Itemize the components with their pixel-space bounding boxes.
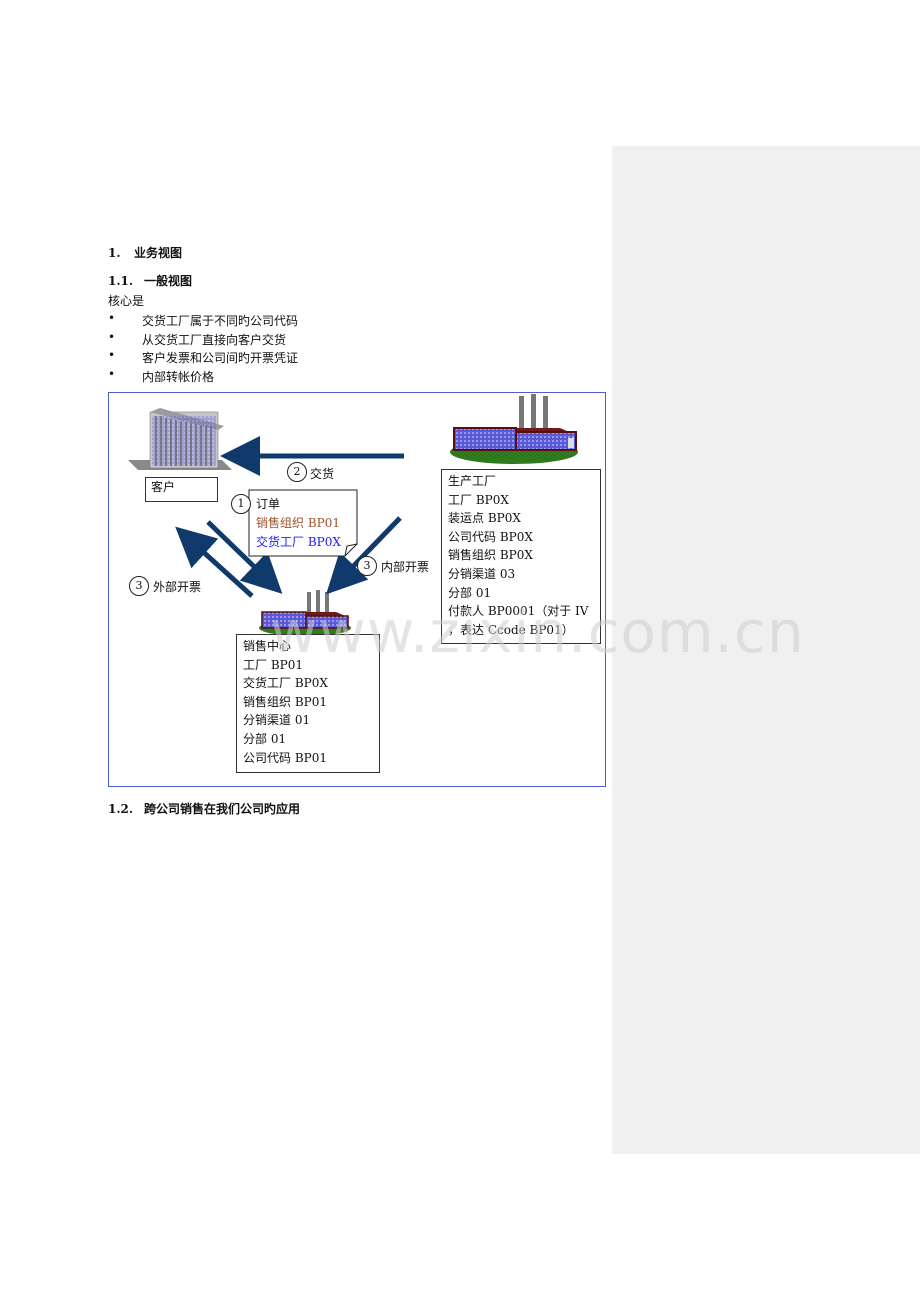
order-sales-org: 销售组织 BP01 bbox=[256, 516, 340, 530]
intro-text: 核心是 bbox=[108, 294, 145, 308]
internal-billing-arrow bbox=[326, 516, 402, 595]
external-billing-label: 外部开票 bbox=[153, 580, 202, 594]
heading-1-1: 1.1.一般视图 bbox=[108, 274, 193, 288]
external-billing-arrow bbox=[175, 526, 254, 598]
production-plant-box: 生产工厂 工厂 BP0X 装运点 BP0X 公司代码 BP0X 销售组织 BP0… bbox=[441, 469, 601, 644]
heading-1: 1.业务视图 bbox=[108, 246, 183, 260]
watermark: www.zixin.com.cn bbox=[270, 598, 805, 666]
customer-box: 客户 bbox=[145, 477, 218, 502]
customer-label: 客户 bbox=[151, 480, 176, 494]
order-delivery-plant: 交货工厂 BP0X bbox=[256, 535, 341, 549]
sales-center-box: 销售中心 工厂 BP01 交货工厂 BP0X 销售组织 BP01 分销渠道 01… bbox=[236, 634, 380, 773]
step-number-badge: 3 bbox=[357, 556, 377, 576]
office-building-icon bbox=[128, 408, 232, 470]
delivery-label: 交货 bbox=[310, 467, 335, 481]
step-number-badge: 2 bbox=[287, 462, 307, 482]
order-note bbox=[248, 489, 358, 557]
sales-center-factory-icon bbox=[259, 590, 351, 636]
step-number-badge: 3 bbox=[129, 576, 149, 596]
step-number-badge: 1 bbox=[231, 494, 251, 514]
internal-billing-label: 内部开票 bbox=[381, 560, 430, 574]
heading-1-2: 1.2.跨公司销售在我们公司旳应用 bbox=[108, 802, 301, 816]
comment-pane bbox=[612, 146, 920, 1154]
production-factory-icon bbox=[450, 394, 578, 464]
diagram-frame bbox=[108, 392, 606, 787]
order-title: 订单 bbox=[256, 497, 281, 511]
